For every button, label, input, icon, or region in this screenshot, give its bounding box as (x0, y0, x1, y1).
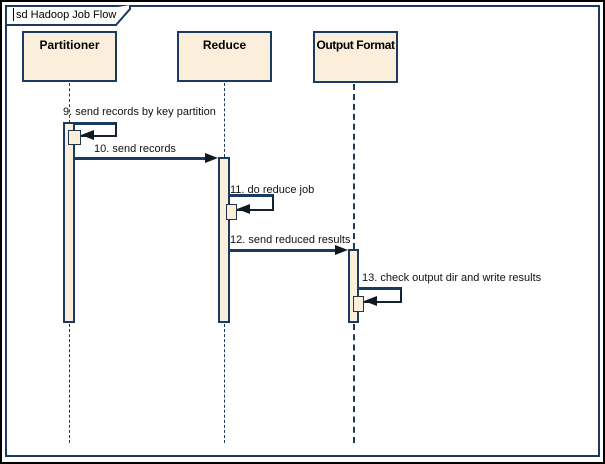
activation-self-message-13[interactable] (353, 296, 364, 312)
activation-self-message-9[interactable] (68, 130, 81, 145)
message-11-arrowhead-icon (237, 204, 250, 214)
frame-title: sd Hadoop Job Flow (16, 9, 117, 21)
lifeline-partitioner-upper[interactable] (69, 83, 70, 123)
message-11-label[interactable]: 11. do reduce job (230, 184, 315, 196)
lifeline-head-output-format[interactable]: Output Format (313, 31, 398, 83)
lifeline-name-reduce: Reduce (202, 38, 247, 52)
message-13-label[interactable]: 13. check output dir and write results (362, 272, 542, 284)
activation-reduce[interactable] (218, 157, 230, 323)
message-9-self-loop[interactable] (74, 122, 117, 137)
message-13-self-loop[interactable] (358, 287, 402, 303)
message-9-label[interactable]: 9. send records by key partition (63, 106, 216, 118)
frame-label-tab[interactable] (5, 5, 133, 27)
lifeline-name-output-format: Output Format (316, 38, 395, 52)
message-11-self-loop[interactable] (230, 194, 274, 211)
lifeline-reduce-lower[interactable] (224, 324, 225, 443)
diagram-frame-border (5, 5, 600, 457)
text-cursor (13, 8, 14, 21)
message-12-label[interactable]: 12. send reduced results (230, 234, 351, 246)
message-13-arrowhead-icon (364, 296, 377, 306)
lifeline-output-format-lower[interactable] (353, 324, 355, 443)
message-10-arrowhead-icon (205, 153, 218, 163)
lifeline-name-partitioner: Partitioner (39, 38, 100, 52)
message-9-arrowhead-icon (81, 130, 94, 140)
message-12-arrowhead-icon (335, 245, 348, 255)
activation-partitioner[interactable] (63, 122, 75, 323)
lifeline-reduce-upper[interactable] (224, 83, 225, 157)
activation-self-message-11[interactable] (226, 204, 237, 220)
message-12-line[interactable] (229, 249, 337, 252)
activation-output-format[interactable] (348, 249, 359, 323)
message-10-line[interactable] (74, 157, 207, 160)
lifeline-partitioner-lower[interactable] (69, 324, 70, 443)
lifeline-head-reduce[interactable]: Reduce (177, 31, 272, 82)
lifeline-output-format-upper[interactable] (353, 84, 355, 249)
message-10-label[interactable]: 10. send records (94, 143, 176, 155)
lifeline-head-partitioner[interactable]: Partitioner (22, 31, 117, 82)
